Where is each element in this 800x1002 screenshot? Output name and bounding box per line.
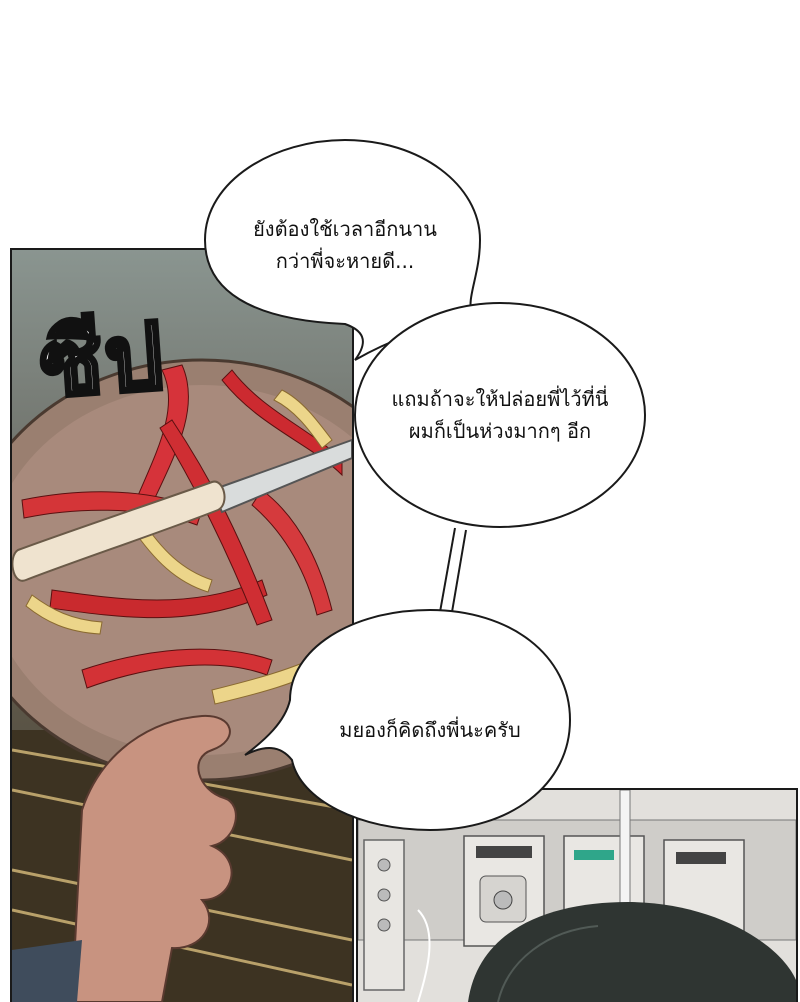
bubble-1-line-1: ยังต้องใช้เวลาอีกนาน	[253, 217, 437, 241]
apple-plate-illustration	[12, 358, 352, 1002]
bubble-3-line-1: มยองก็คิดถึงพี่นะครับ	[339, 718, 521, 742]
panel-apple-peels	[10, 248, 354, 1002]
bubble-1-line-2: กว่าพี่จะหายดี...	[275, 249, 415, 273]
speech-bubble-1: ยังต้องใช้เวลาอีกนาน กว่าพี่จะหายดี...	[210, 185, 480, 305]
speech-bubble-2: แถมถ้าจะให้ปล่อยพี่ไว้ที่นี่ ผมก็เป็นห่ว…	[360, 370, 640, 460]
bubble-2-line-1: แถมถ้าจะให้ปล่อยพี่ไว้ที่นี่	[391, 387, 609, 411]
bubble-2-line-2: ผมก็เป็นห่วงมากๆ อีก	[408, 419, 592, 443]
speech-bubble-3: มยองก็คิดถึงพี่นะครับ	[300, 700, 560, 760]
panel-hospital-room	[356, 788, 798, 1002]
